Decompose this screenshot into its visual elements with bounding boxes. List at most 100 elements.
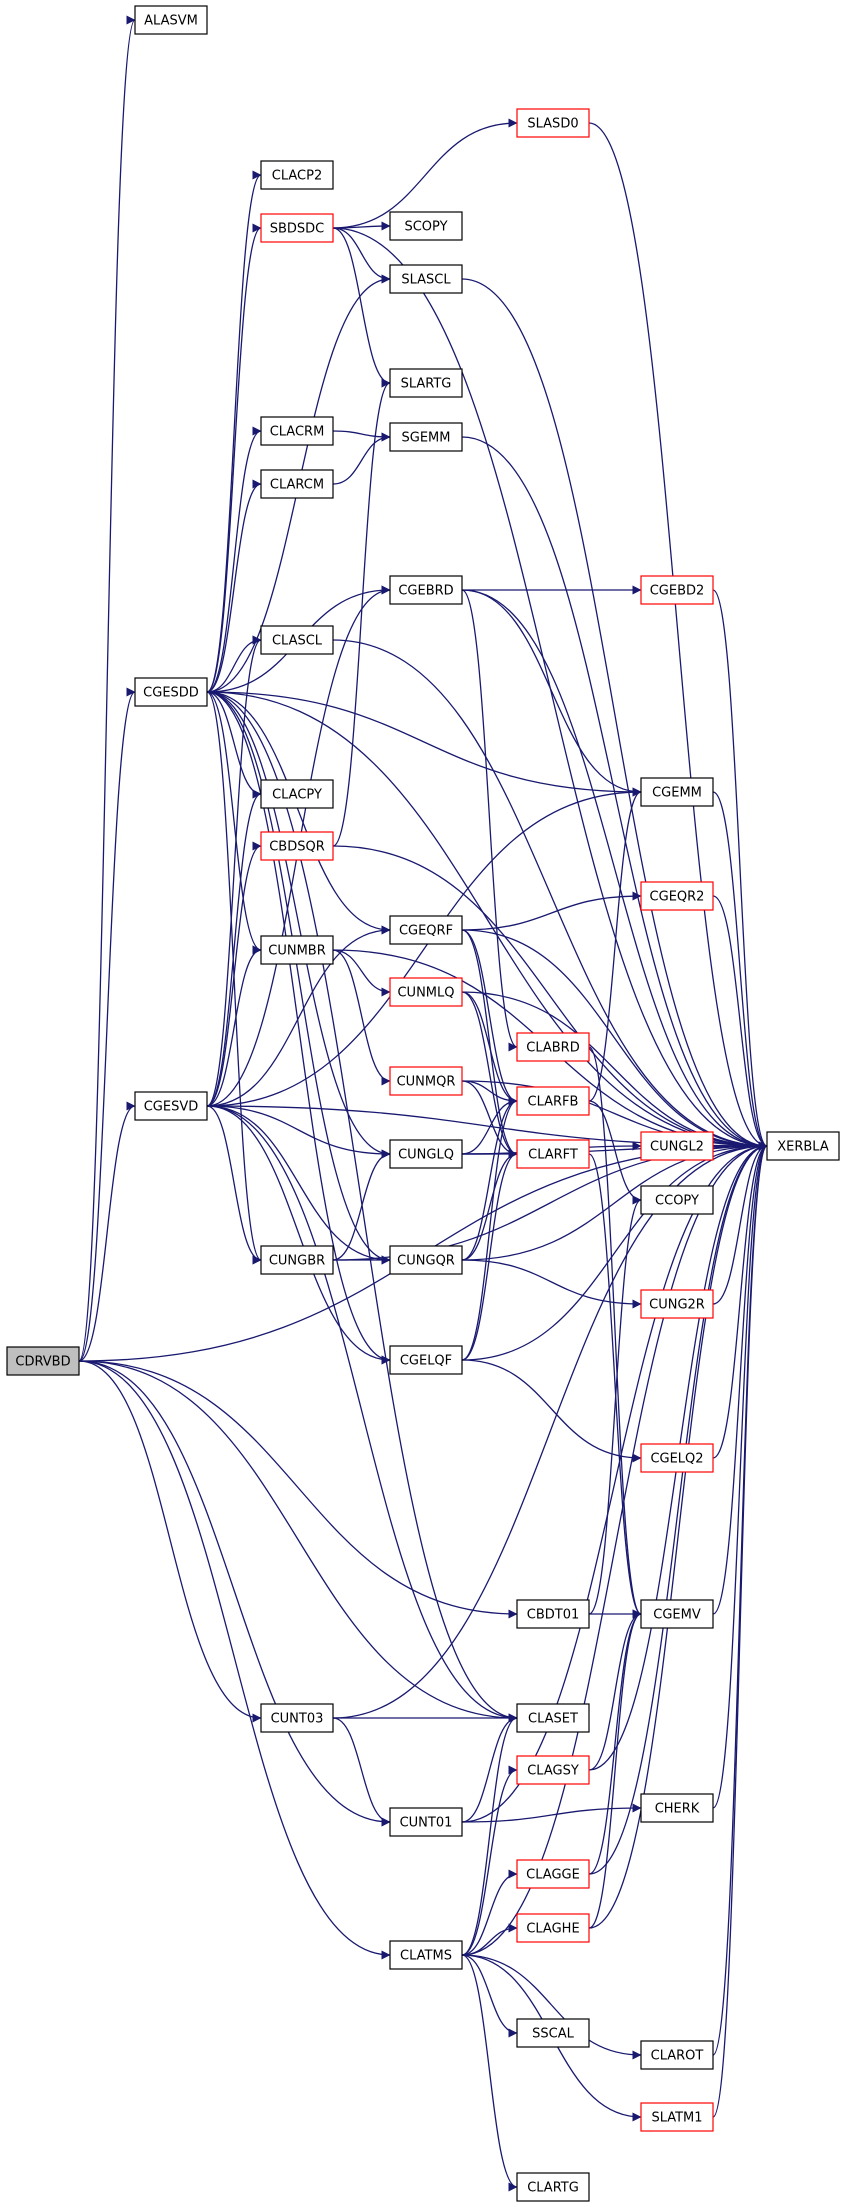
- node-box-clagge[interactable]: [516, 1859, 590, 1889]
- node-box-cbdsqr[interactable]: [260, 831, 334, 861]
- node-box-cherk[interactable]: [640, 1793, 714, 1823]
- node-box-cgelqf[interactable]: [389, 1345, 463, 1375]
- node-cbdt01[interactable]: CBDT01: [516, 1599, 590, 1629]
- node-clabrd[interactable]: CLABRD: [516, 1032, 590, 1062]
- node-box-sbdsdc[interactable]: [260, 213, 334, 243]
- node-scopy[interactable]: SCOPY: [389, 211, 463, 241]
- node-cdrvbd[interactable]: CDRVBD: [6, 1346, 80, 1376]
- node-box-clacrm[interactable]: [260, 416, 334, 446]
- node-box-cunglq[interactable]: [389, 1139, 463, 1169]
- node-box-slartg[interactable]: [389, 368, 463, 398]
- node-cungbr[interactable]: CUNGBR: [260, 1245, 334, 1275]
- node-cungl2[interactable]: CUNGL2: [640, 1131, 714, 1161]
- node-box-cgeqr2[interactable]: [640, 881, 714, 911]
- node-cunmlq[interactable]: CUNMLQ: [389, 977, 463, 1007]
- node-box-cunt03[interactable]: [260, 1703, 334, 1733]
- node-slascl[interactable]: SLASCL: [389, 264, 463, 294]
- node-clartg[interactable]: CLARTG: [516, 2172, 590, 2202]
- node-clacpy[interactable]: CLACPY: [260, 779, 334, 809]
- node-box-cunt01[interactable]: [389, 1807, 463, 1837]
- node-clarcm[interactable]: CLARCM: [260, 469, 334, 499]
- node-cbdsqr[interactable]: CBDSQR: [260, 831, 334, 861]
- node-box-clarot[interactable]: [640, 2040, 714, 2070]
- node-cherk[interactable]: CHERK: [640, 1793, 714, 1823]
- node-box-slatm1[interactable]: [640, 2102, 714, 2132]
- node-box-alasvm[interactable]: [134, 5, 208, 35]
- node-box-clascl[interactable]: [260, 625, 334, 655]
- node-cgebrd[interactable]: CGEBRD: [389, 575, 463, 605]
- node-box-clartg[interactable]: [516, 2172, 590, 2202]
- node-clarot[interactable]: CLAROT: [640, 2040, 714, 2070]
- node-clacrm[interactable]: CLACRM: [260, 416, 334, 446]
- node-clascl[interactable]: CLASCL: [260, 625, 334, 655]
- node-xerbla[interactable]: XERBLA: [766, 1131, 840, 1161]
- node-cunmqr[interactable]: CUNMQR: [389, 1066, 463, 1096]
- node-cung2r[interactable]: CUNG2R: [640, 1289, 714, 1319]
- node-cunt01[interactable]: CUNT01: [389, 1807, 463, 1837]
- node-box-cungbr[interactable]: [260, 1245, 334, 1275]
- node-box-claghe[interactable]: [516, 1913, 590, 1943]
- node-box-cgelq2[interactable]: [640, 1443, 714, 1473]
- node-box-cung2r[interactable]: [640, 1289, 714, 1319]
- node-box-ccopy[interactable]: [640, 1185, 714, 1215]
- node-clatms[interactable]: CLATMS: [389, 1940, 463, 1970]
- node-box-clacpy[interactable]: [260, 779, 334, 809]
- node-box-clarcm[interactable]: [260, 469, 334, 499]
- node-box-slascl[interactable]: [389, 264, 463, 294]
- node-box-cungl2[interactable]: [640, 1131, 714, 1161]
- node-box-clatms[interactable]: [389, 1940, 463, 1970]
- node-alasvm[interactable]: ALASVM: [134, 5, 208, 35]
- node-box-cgeqrf[interactable]: [389, 915, 463, 945]
- node-sgemm[interactable]: SGEMM: [389, 422, 463, 452]
- node-cgeqr2[interactable]: CGEQR2: [640, 881, 714, 911]
- node-cungqr[interactable]: CUNGQR: [389, 1245, 463, 1275]
- node-box-cgesdd[interactable]: [134, 677, 208, 707]
- node-claghe[interactable]: CLAGHE: [516, 1913, 590, 1943]
- node-box-clarft[interactable]: [516, 1139, 590, 1169]
- node-cunmbr[interactable]: CUNMBR: [260, 935, 334, 965]
- node-cgebd2[interactable]: CGEBD2: [640, 575, 714, 605]
- node-box-clabrd[interactable]: [516, 1032, 590, 1062]
- node-ccopy[interactable]: CCOPY: [640, 1185, 714, 1215]
- node-clacp2[interactable]: CLACP2: [260, 160, 334, 190]
- node-slatm1[interactable]: SLATM1: [640, 2102, 714, 2132]
- node-sscal[interactable]: SSCAL: [516, 2018, 590, 2048]
- node-claset[interactable]: CLASET: [516, 1703, 590, 1733]
- node-clarft[interactable]: CLARFT: [516, 1139, 590, 1169]
- node-cgemv[interactable]: CGEMV: [640, 1599, 714, 1629]
- node-box-clarfb[interactable]: [516, 1086, 590, 1116]
- node-box-cdrvbd[interactable]: [6, 1346, 80, 1376]
- node-slartg[interactable]: SLARTG: [389, 368, 463, 398]
- node-box-cunmqr[interactable]: [389, 1066, 463, 1096]
- node-clarfb[interactable]: CLARFB: [516, 1086, 590, 1116]
- node-box-cgebd2[interactable]: [640, 575, 714, 605]
- node-box-cgesvd[interactable]: [134, 1091, 208, 1121]
- node-box-clacp2[interactable]: [260, 160, 334, 190]
- node-cunglq[interactable]: CUNGLQ: [389, 1139, 463, 1169]
- node-box-cbdt01[interactable]: [516, 1599, 590, 1629]
- node-box-cgebrd[interactable]: [389, 575, 463, 605]
- node-box-scopy[interactable]: [389, 211, 463, 241]
- node-clagsy[interactable]: CLAGSY: [516, 1755, 590, 1785]
- node-sbdsdc[interactable]: SBDSDC: [260, 213, 334, 243]
- node-slasd0[interactable]: SLASD0: [516, 108, 590, 138]
- node-cgeqrf[interactable]: CGEQRF: [389, 915, 463, 945]
- node-cgesvd[interactable]: CGESVD: [134, 1091, 208, 1121]
- node-box-cgemm[interactable]: [640, 777, 714, 807]
- node-box-cunmlq[interactable]: [389, 977, 463, 1007]
- node-cunt03[interactable]: CUNT03: [260, 1703, 334, 1733]
- node-cgelqf[interactable]: CGELQF: [389, 1345, 463, 1375]
- node-box-claset[interactable]: [516, 1703, 590, 1733]
- node-box-sscal[interactable]: [516, 2018, 590, 2048]
- node-box-xerbla[interactable]: [766, 1131, 840, 1161]
- node-cgemm[interactable]: CGEMM: [640, 777, 714, 807]
- node-box-cgemv[interactable]: [640, 1599, 714, 1629]
- node-box-slasd0[interactable]: [516, 108, 590, 138]
- node-box-cungqr[interactable]: [389, 1245, 463, 1275]
- node-box-cunmbr[interactable]: [260, 935, 334, 965]
- node-cgesdd[interactable]: CGESDD: [134, 677, 208, 707]
- node-box-sgemm[interactable]: [389, 422, 463, 452]
- node-cgelq2[interactable]: CGELQ2: [640, 1443, 714, 1473]
- node-box-clagsy[interactable]: [516, 1755, 590, 1785]
- node-clagge[interactable]: CLAGGE: [516, 1859, 590, 1889]
